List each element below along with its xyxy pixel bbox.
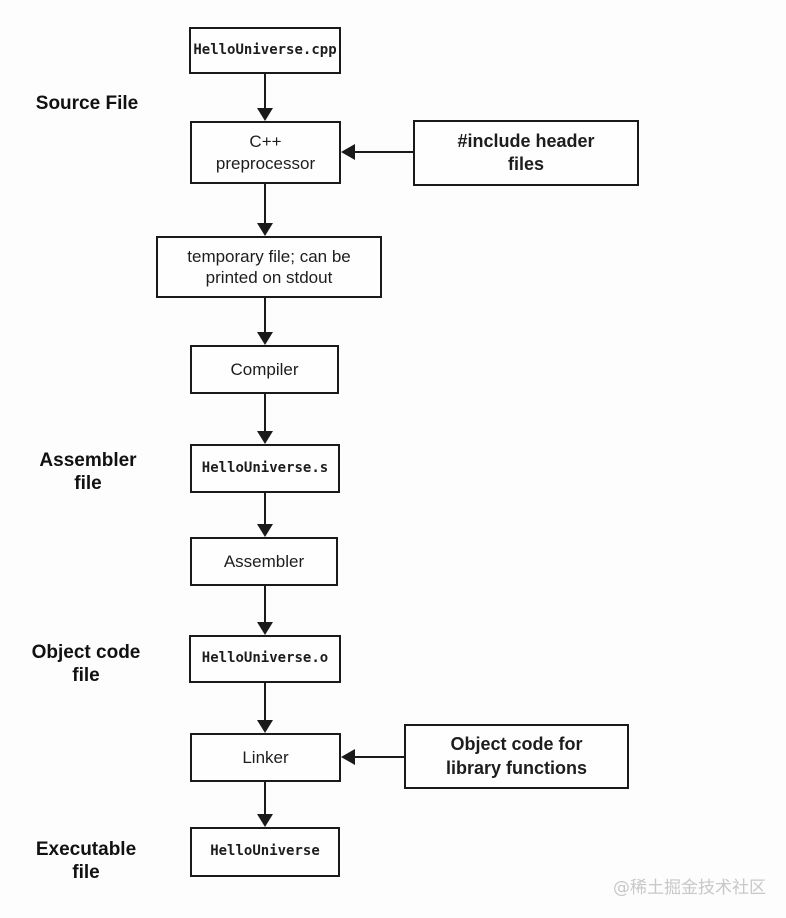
arrow-line [354,151,413,153]
arrow-down-icon [257,332,273,345]
arrow-down-icon [257,223,273,236]
node-source-file-box: HelloUniverse.cpp [189,27,341,74]
stage-label-assembler-file: Assembler file [18,450,158,496]
node-label-line: C++ [249,132,282,152]
stage-label-line: file [74,472,102,494]
node-temporary-file-box: temporary file; can be printed on stdout [156,236,382,298]
arrow-line [264,394,266,432]
stage-label-object-code-file: Object code file [11,642,161,688]
arrow-line [264,586,266,623]
arrow-down-icon [257,622,273,635]
arrow-line [264,782,266,815]
node-label-line: printed on stdout [205,268,333,287]
node-label-line: preprocessor [215,153,316,173]
arrow-down-icon [257,108,273,121]
arrow-line [264,184,266,224]
arrow-down-icon [257,524,273,537]
stage-label-line: Assembler [39,450,137,471]
stage-label-executable-file: Executable file [11,839,161,885]
node-compiler-box: Compiler [190,345,339,394]
node-object-file-box: HelloUniverse.o [189,635,341,683]
watermark: @稀土掘金技术社区 [613,878,766,898]
stage-label-line: file [72,861,100,883]
stage-label-line: Executable [35,839,137,860]
node-executable-box: HelloUniverse [190,827,340,877]
arrow-down-icon [257,814,273,827]
node-label-line: files [507,154,545,174]
arrow-line [354,756,404,758]
node-object-lib-box: Object code for library functions [404,724,629,789]
node-assembler-file-box: HelloUniverse.s [190,444,340,493]
arrow-line [264,683,266,721]
arrow-line [264,298,266,333]
stage-label-line: Object code [31,642,141,663]
arrow-line [264,493,266,525]
arrow-line [264,74,266,109]
stage-label-line: file [72,664,100,686]
node-label-line: library functions [445,757,588,778]
arrow-left-icon [341,749,355,765]
stage-label-line: Source File [35,93,139,114]
arrow-left-icon [341,144,355,160]
node-label-line: temporary file; can be [187,246,351,266]
stage-label-source-file: Source File [17,93,157,116]
node-linker-box: Linker [190,733,341,782]
node-assembler-box: Assembler [190,537,338,586]
node-label-line: Object code for [450,734,583,755]
arrow-down-icon [257,720,273,733]
node-preprocessor-box: C++ preprocessor [190,121,341,184]
arrow-down-icon [257,431,273,444]
node-label-line: #include header [457,130,595,151]
node-include-headers-box: #include header files [413,120,639,186]
